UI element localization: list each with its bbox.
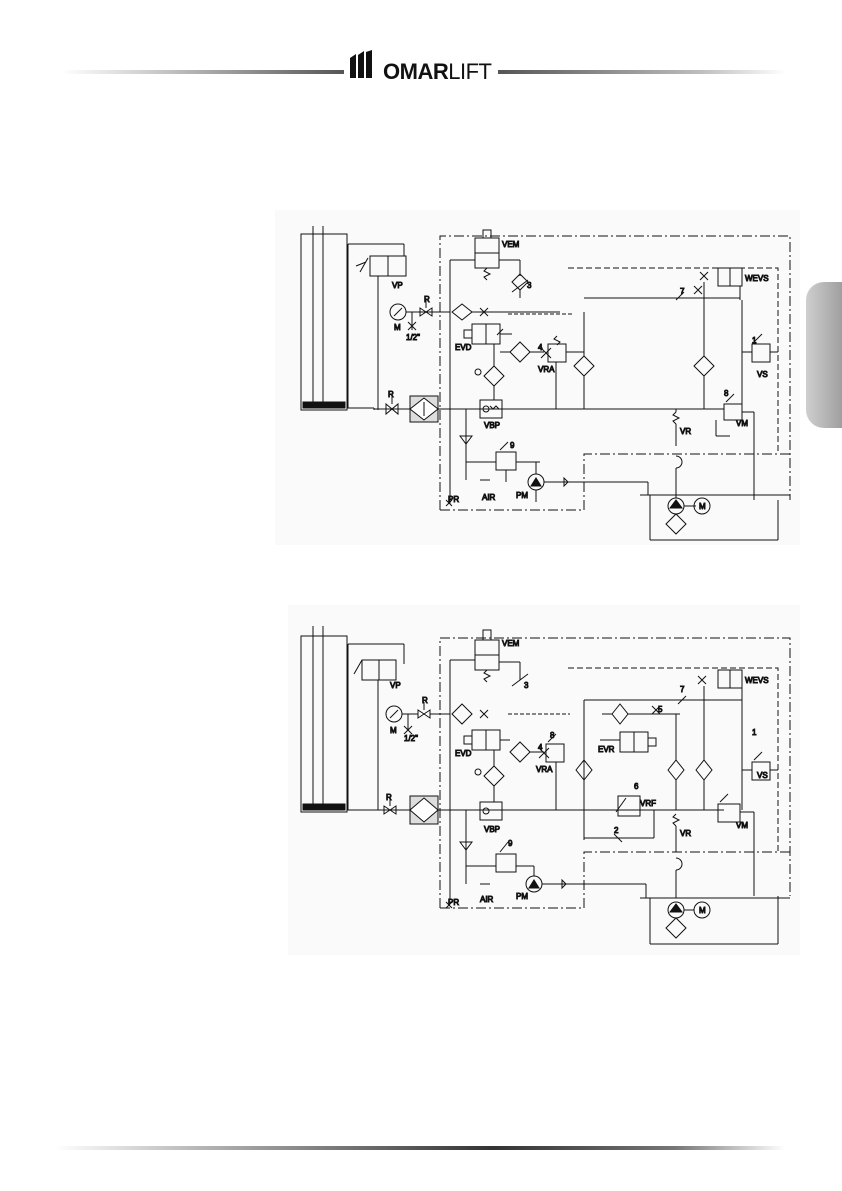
footer-rule bbox=[55, 1146, 785, 1150]
label-vr: VR bbox=[680, 427, 691, 436]
label-1: 1 bbox=[752, 728, 757, 737]
label-1: 1 bbox=[752, 336, 757, 345]
logo-text-bold: OMAR bbox=[383, 59, 448, 84]
label-r-top: R bbox=[422, 696, 428, 705]
label-7: 7 bbox=[680, 287, 685, 296]
label-pm: PM bbox=[516, 491, 528, 500]
label-vr: VR bbox=[680, 829, 691, 838]
label-vbp: VBP bbox=[484, 825, 500, 834]
label-motor: M bbox=[699, 502, 706, 511]
label-4: 4 bbox=[538, 743, 543, 752]
label-vra: VRA bbox=[538, 365, 555, 374]
label-pr: PR bbox=[448, 495, 459, 504]
label-pm: PM bbox=[516, 892, 528, 901]
label-9: 9 bbox=[510, 441, 515, 450]
label-r-bottom: R bbox=[388, 390, 394, 399]
label-5: 5 bbox=[658, 705, 663, 714]
label-half-inch: 1/2" bbox=[404, 734, 418, 743]
hatched-filter bbox=[410, 796, 438, 824]
label-6: 6 bbox=[634, 782, 639, 791]
logo-mark-icon bbox=[348, 50, 380, 80]
logo-wordmark: OMARLIFT bbox=[383, 59, 491, 85]
side-tab bbox=[806, 282, 842, 428]
hydraulic-diagram-1: VEM 3 VP M R 1/2" EVD 4 VRA 7 WEVS 1 VS … bbox=[275, 210, 800, 545]
label-vs: VS bbox=[757, 370, 768, 379]
label-wevs: WEVS bbox=[745, 676, 769, 685]
label-half-inch: 1/2" bbox=[406, 333, 420, 342]
label-vra: VRA bbox=[536, 765, 553, 774]
header-rule-right bbox=[498, 70, 786, 74]
label-3: 3 bbox=[527, 281, 532, 290]
label-vrf: VRF bbox=[640, 799, 656, 808]
label-evd: EVD bbox=[455, 343, 472, 352]
label-motor: M bbox=[699, 906, 706, 915]
label-vem: VEM bbox=[502, 639, 520, 648]
label-vem: VEM bbox=[502, 240, 520, 249]
logo-text-light: LIFT bbox=[448, 59, 491, 84]
hatched-filter bbox=[410, 396, 438, 422]
label-wevs: WEVS bbox=[745, 274, 769, 283]
label-4: 4 bbox=[538, 343, 543, 352]
label-m: M bbox=[390, 726, 397, 735]
label-8: 8 bbox=[550, 731, 555, 740]
label-vbp: VBP bbox=[484, 421, 500, 430]
label-vs: VS bbox=[757, 771, 768, 780]
hydraulic-diagram-2: VEM 3 VP M R 1/2" EVD 8 4 VRA EVR 5 7 WE… bbox=[288, 605, 800, 955]
label-r-bottom: R bbox=[386, 793, 392, 802]
label-8: 8 bbox=[724, 389, 729, 398]
header-rule-left bbox=[62, 70, 344, 74]
label-2: 2 bbox=[614, 826, 619, 835]
label-m: M bbox=[394, 323, 401, 332]
label-air: AIR bbox=[482, 493, 496, 502]
label-7: 7 bbox=[680, 685, 685, 694]
label-r-top: R bbox=[424, 295, 430, 304]
label-3: 3 bbox=[524, 681, 529, 690]
label-vm: VM bbox=[736, 419, 748, 428]
label-air: AIR bbox=[480, 895, 494, 904]
label-vm: VM bbox=[736, 821, 748, 830]
label-vp: VP bbox=[390, 681, 401, 690]
label-pr: PR bbox=[448, 898, 459, 907]
label-evd: EVD bbox=[455, 749, 472, 758]
label-9: 9 bbox=[508, 839, 513, 848]
label-evr: EVR bbox=[598, 745, 615, 754]
label-vp: VP bbox=[392, 281, 403, 290]
